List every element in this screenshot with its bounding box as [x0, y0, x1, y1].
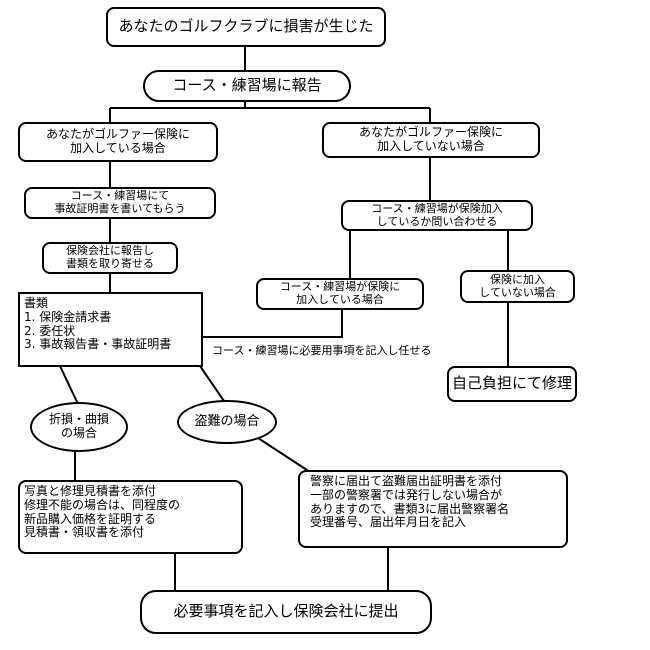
course-not-insured-box: 保険に加入 していない場合 — [460, 270, 575, 303]
course-entrust-note: コース・練習場に必要用事項を記入し任せる — [212, 344, 432, 357]
ask-course-insurance-box: コース・練習場が保険加入 しているか問い合わせる — [341, 200, 533, 231]
submit-box: 必要事項を記入し保険会社に提出 — [140, 590, 432, 634]
photo-estimate-box: 写真と修理見積書を添付 修理不能の場合は、同程度の 新品購入価格を証明する 見積… — [18, 480, 243, 554]
documents-list-box: 書類 1. 保険金請求書 2. 委任状 3. 事故報告書・事故証明書 — [18, 292, 203, 367]
theft-case-ellipse: 盗難の場合 — [177, 400, 277, 444]
accident-certificate-box: コース・練習場にて 事故証明書を書いてもらう — [24, 187, 216, 219]
broken-case-ellipse: 折損・曲損 の場合 — [30, 402, 128, 452]
insured-box: あなたがゴルファー保険に 加入している場合 — [18, 122, 218, 162]
start-damage-box: あなたのゴルフクラブに損害が生じた — [106, 7, 386, 47]
connector — [257, 437, 311, 473]
report-course-box: コース・練習場に報告 — [143, 70, 351, 102]
self-repair-box: 自己負担にて修理 — [447, 366, 577, 402]
request-documents-box: 保険会社に報告し 書類を取り寄せる — [42, 242, 178, 274]
course-insured-box: コース・練習場が保険に 加入している場合 — [256, 278, 424, 310]
police-report-box: 警察に届出て盗難届出証明書を添付 一部の警察署では発行しない場合が ありますので… — [298, 470, 568, 548]
connector — [59, 365, 79, 405]
connector — [202, 310, 343, 338]
connector — [199, 365, 225, 402]
not-insured-box: あなたがゴルファー保険に 加入していない場合 — [322, 122, 540, 158]
